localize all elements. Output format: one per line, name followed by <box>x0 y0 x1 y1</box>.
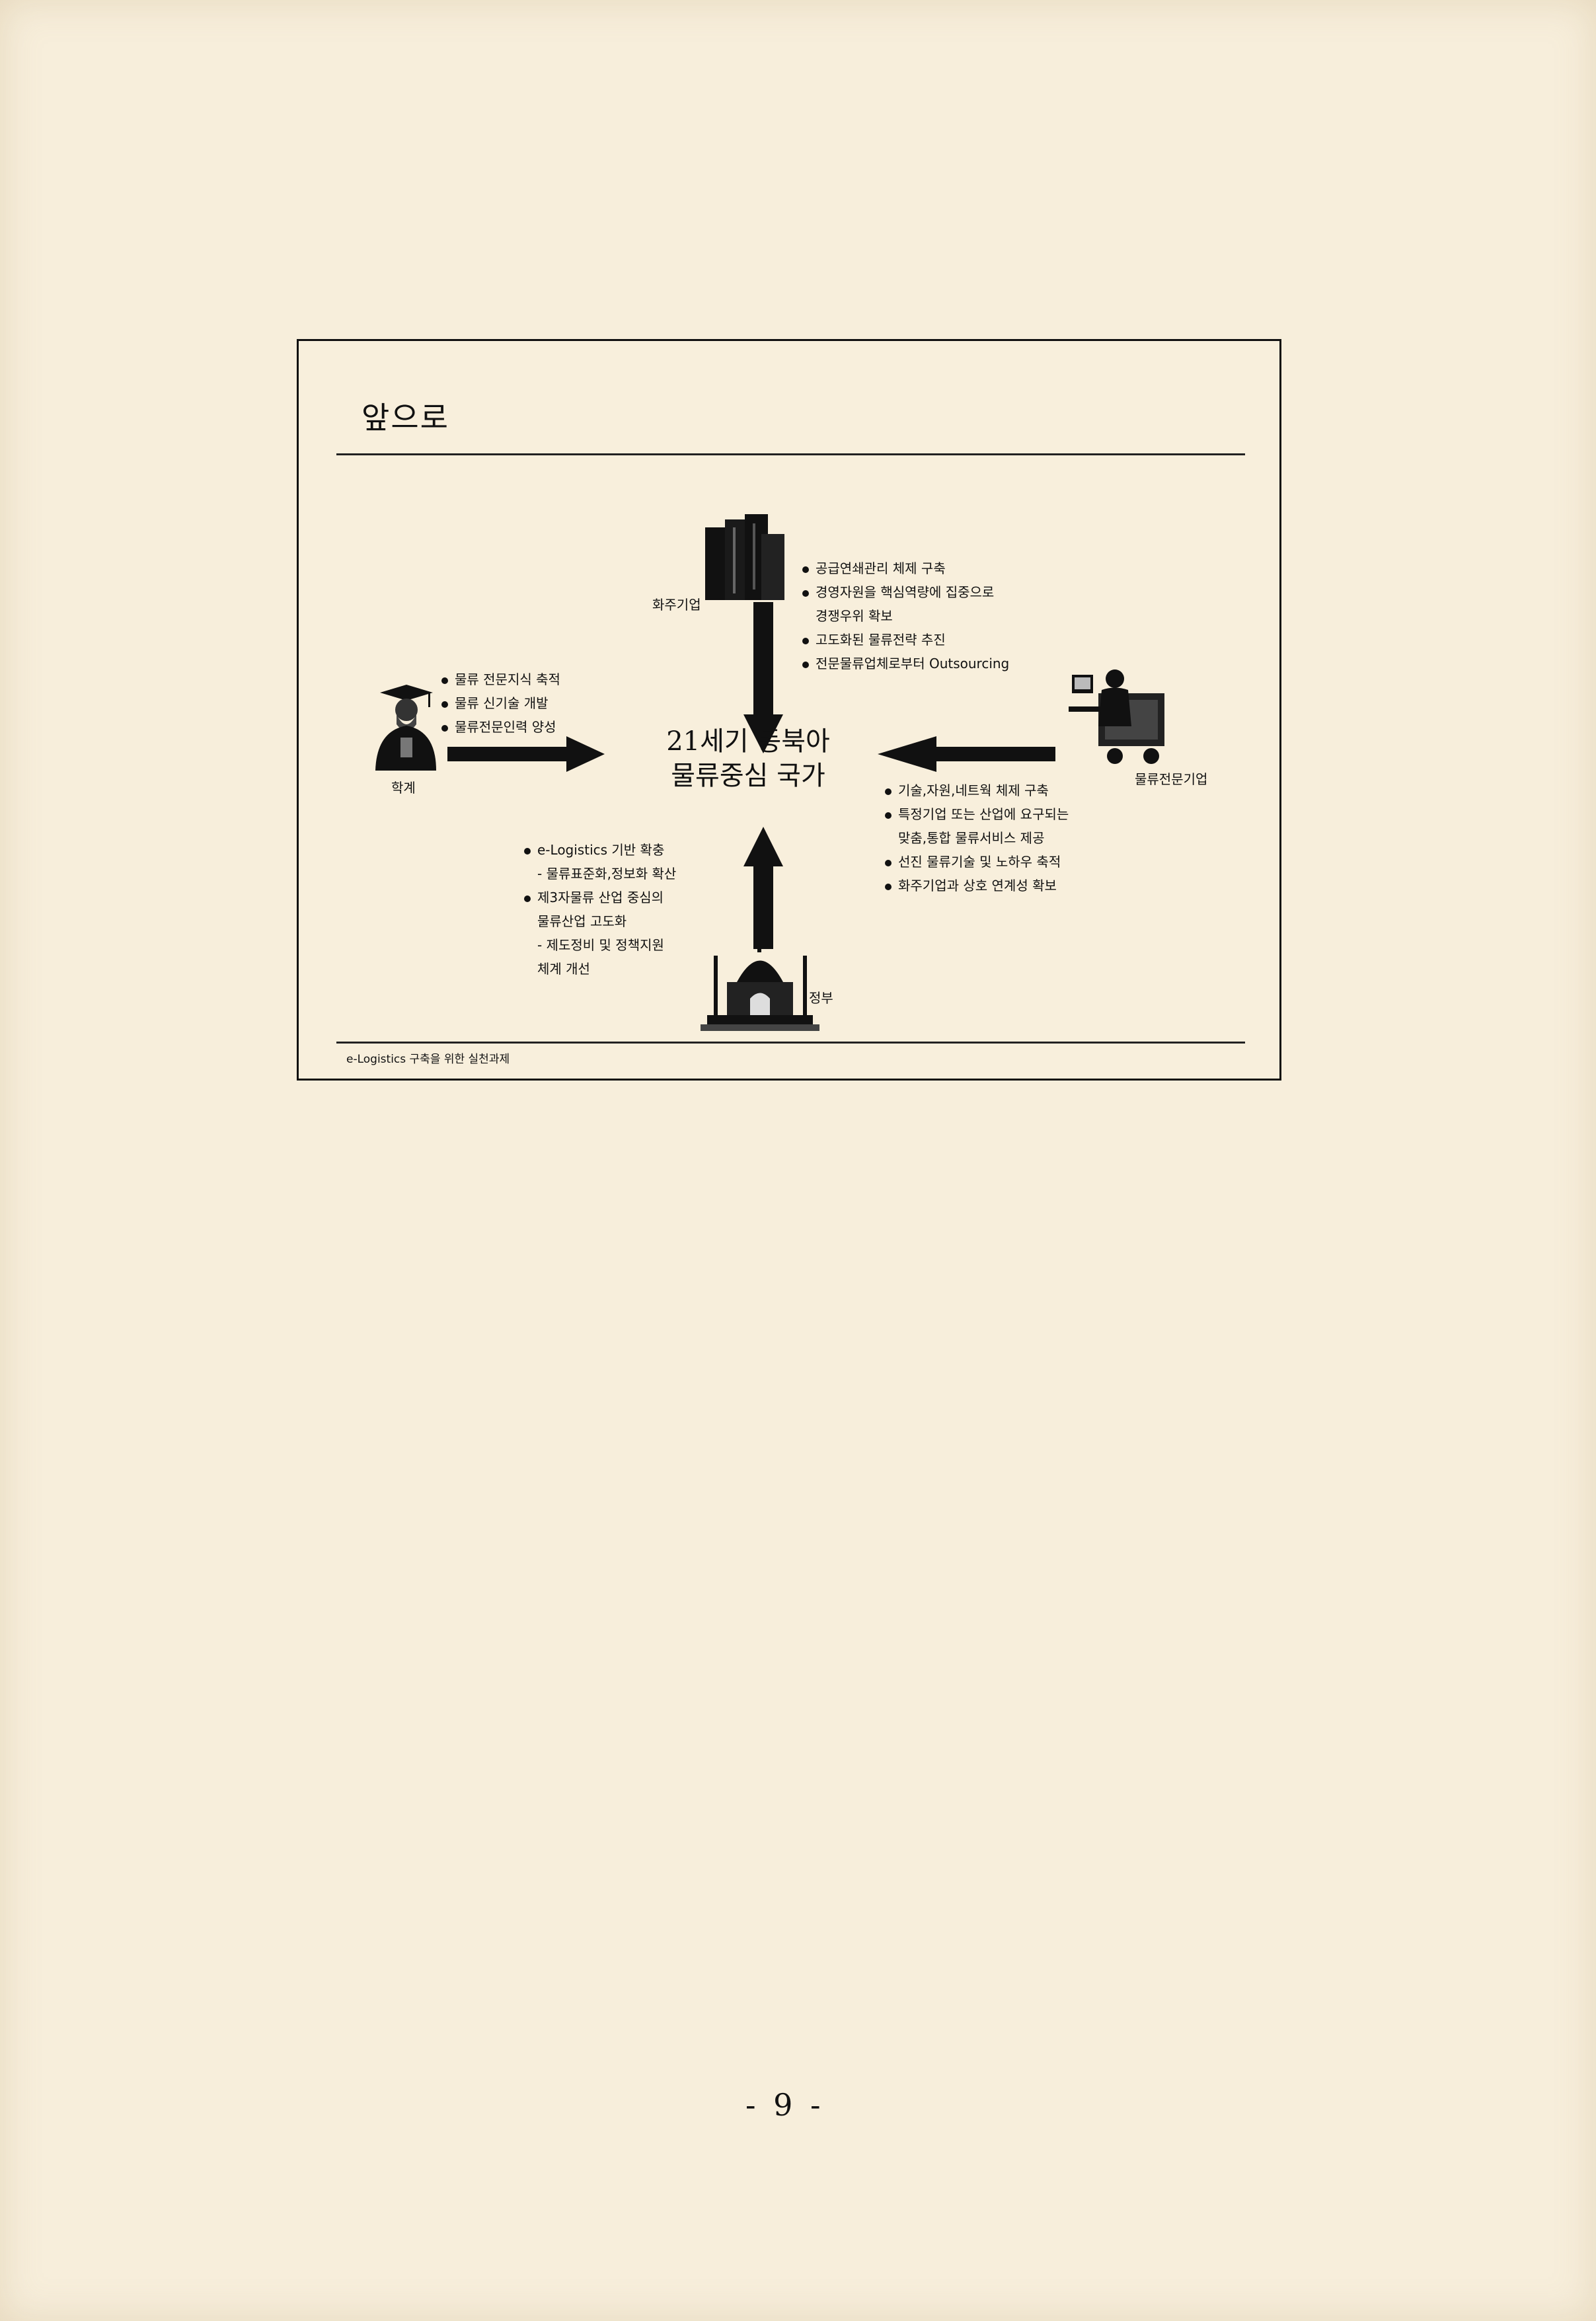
government-bullet-2: 제3자물류 산업 중심의 <box>524 886 676 909</box>
logistics-bullet-4: 화주기업과 상호 연계성 확보 <box>885 874 1069 897</box>
shipper-bullet-1: 공급연쇄관리 체제 구축 <box>802 556 1009 580</box>
footer-rule <box>336 1042 1245 1044</box>
academia-label: 학계 <box>391 777 416 796</box>
government-bullet-1: e-Logistics 기반 확충 <box>524 838 676 862</box>
shipper-label: 화주기업 <box>652 594 701 613</box>
office-building-icon <box>699 514 791 603</box>
logistics-bullet-1: 기술,자원,네트웍 체제 구축 <box>885 779 1069 802</box>
government-sub-2-cont: 체계 개선 <box>524 957 676 981</box>
government-sub-1: - 물류표준화,정보화 확산 <box>524 862 676 886</box>
logistics-bullets: 기술,자원,네트웍 체제 구축 특정기업 또는 산업에 요구되는 맞춤,통합 물… <box>885 779 1069 897</box>
logistics-bullet-3: 선진 물류기술 및 노하우 축적 <box>885 850 1069 874</box>
logistics-label: 물류전문기업 <box>1135 769 1207 788</box>
shipper-bullet-2: 경영자원을 핵심역량에 집중으로 <box>802 580 1009 604</box>
academia-bullet-3: 물류전문인력 양성 <box>441 715 560 739</box>
center-goal-line2: 물류중심 국가 <box>642 759 854 793</box>
shipper-bullets: 공급연쇄관리 체제 구축 경영자원을 핵심역량에 집중으로 경쟁우위 확보 고도… <box>802 556 1009 675</box>
arrow-from-logistics <box>878 736 1055 772</box>
worker-at-computer-truck-icon <box>1069 667 1168 766</box>
arrow-from-academia <box>447 736 605 772</box>
academia-bullet-2: 물류 신기술 개발 <box>441 691 560 715</box>
government-sub-2: - 제도정비 및 정책지원 <box>524 933 676 957</box>
government-bullet-2-cont: 물류산업 고도화 <box>524 909 676 933</box>
domed-palace-icon <box>701 936 819 1032</box>
academia-bullet-1: 물류 전문지식 축적 <box>441 667 560 691</box>
graduate-scholar-icon <box>370 685 439 771</box>
slide-frame: 앞으로 21세기 동북아 물류중심 국가 화주기업 공급연쇄 <box>297 339 1281 1081</box>
academia-bullets: 물류 전문지식 축적 물류 신기술 개발 물류전문인력 양성 <box>441 667 560 739</box>
arrow-from-government <box>743 827 783 949</box>
shipper-bullet-3: 고도화된 물류전략 추진 <box>802 628 1009 652</box>
government-label: 정부 <box>809 987 833 1007</box>
page-number: - 9 - <box>745 2087 825 2123</box>
slide-footer: e-Logistics 구축을 위한 실천과제 <box>346 1049 510 1066</box>
logistics-bullet-2: 특정기업 또는 산업에 요구되는 <box>885 802 1069 826</box>
logistics-bullet-2-cont: 맞춤,통합 물류서비스 제공 <box>885 826 1069 850</box>
center-goal: 21세기 동북아 물류중심 국가 <box>642 724 854 793</box>
shipper-bullet-4: 전문물류업체로부터 Outsourcing <box>802 652 1009 675</box>
center-goal-line1: 21세기 동북아 <box>642 724 854 759</box>
government-bullets: e-Logistics 기반 확충 - 물류표준화,정보화 확산 제3자물류 산… <box>524 838 676 981</box>
shipper-bullet-2-cont: 경쟁우위 확보 <box>802 604 1009 628</box>
